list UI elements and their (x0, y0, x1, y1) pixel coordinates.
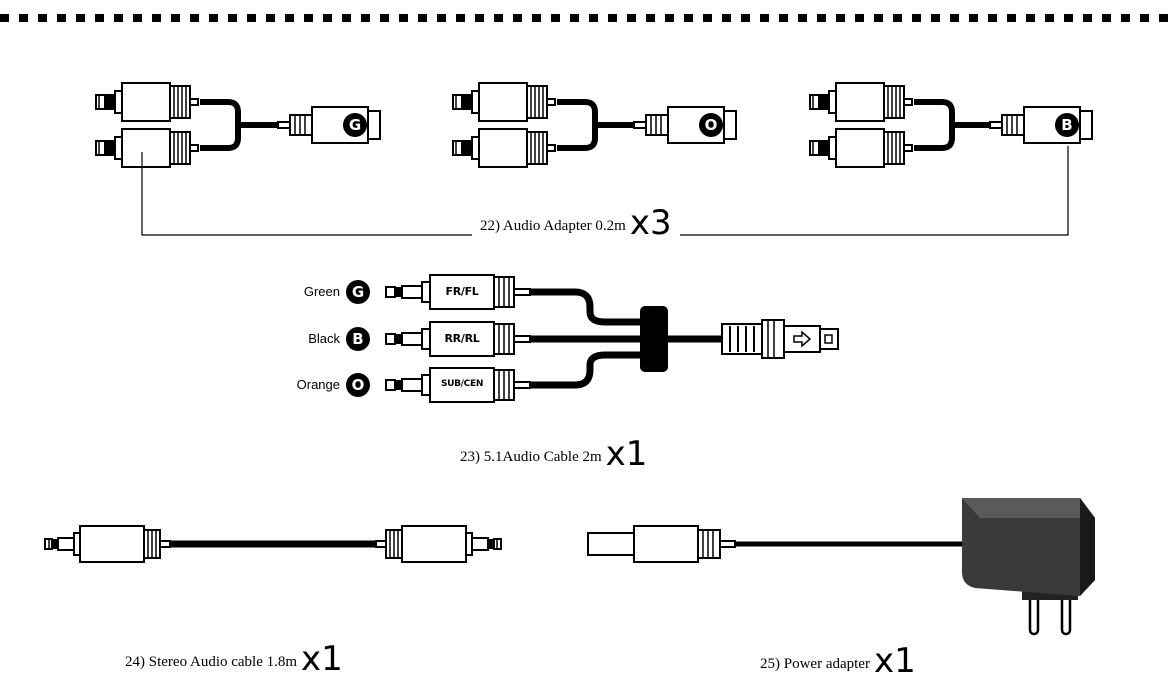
connector-badge-g: G (346, 280, 370, 304)
adapter-badge-g: G (343, 113, 367, 137)
stereo-cable-qty: x1 (301, 639, 343, 679)
power-adapter-figure (587, 498, 1095, 636)
plug-label-sub-cen: SUB/CEN (440, 379, 484, 389)
audio-adapter-qty: x3 (629, 203, 672, 243)
stereo-cable-title: 24) Stereo Audio cable 1.8m (125, 654, 298, 670)
audio-cable-51-figure (385, 274, 839, 403)
power-adapter-title: 25) Power adapter (760, 656, 870, 672)
audio-cable-51-title: 23) 5.1Audio Cable 2m (460, 449, 602, 465)
stereo-cable-figure (44, 525, 502, 563)
connector-color-label: Green (303, 284, 340, 299)
audio-adapter-figure (95, 82, 1093, 236)
connector-badge-b: B (346, 327, 370, 351)
connector-badge-o: O (346, 373, 370, 397)
plug-label-rr-rl: RR/RL (444, 332, 480, 345)
plug-label-fr-fl: FR/FL (445, 285, 479, 298)
dashed-separator (0, 14, 1175, 22)
connector-color-label: Orange (296, 377, 340, 392)
power-adapter-qty: x1 (873, 641, 916, 681)
adapter-badge-o: O (699, 113, 723, 137)
connector-color-label: Black (308, 331, 340, 346)
adapter-badge-b: B (1055, 113, 1079, 137)
audio-cable-51-qty: x1 (605, 434, 648, 474)
audio-adapter-title: 22) Audio Adapter 0.2m (480, 218, 626, 234)
